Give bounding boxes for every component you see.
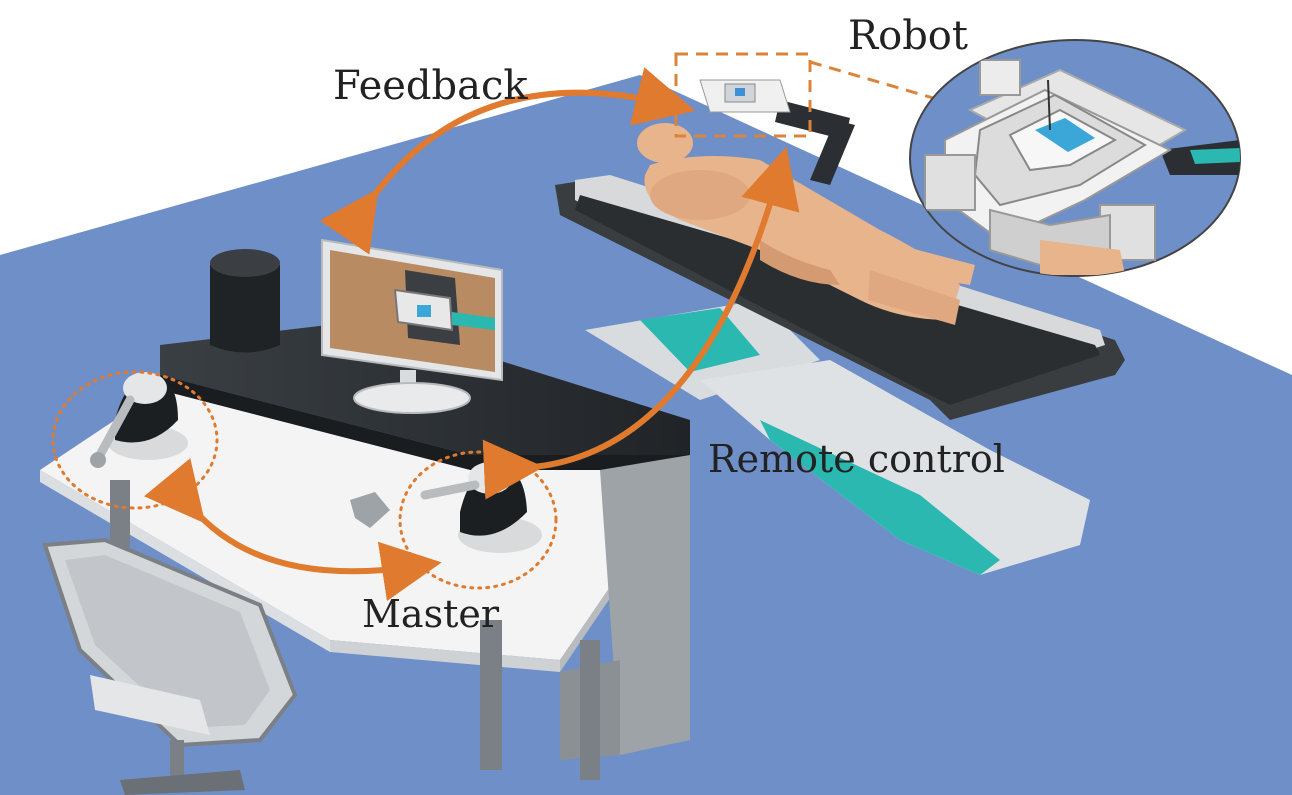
master-highlight-left: [51, 370, 219, 510]
remote-control-arrow: [482, 146, 800, 500]
robot-zoom-connector: [809, 60, 941, 102]
robot-label: Robot: [848, 13, 968, 59]
remote-control-label: Remote control: [708, 437, 1005, 481]
computer-tower: [210, 249, 280, 353]
robot-zoom-view: [909, 39, 1241, 277]
monitor: [321, 238, 503, 414]
master-label: Master: [362, 592, 499, 636]
feedback-label: Feedback: [333, 63, 528, 109]
operator-chair: [42, 537, 298, 795]
feedback-arrow: [319, 67, 696, 255]
robot-arm: [699, 79, 855, 185]
master-link-arrow: [143, 458, 442, 602]
master-device-left: [90, 372, 188, 468]
master-highlight-right: [398, 450, 558, 590]
